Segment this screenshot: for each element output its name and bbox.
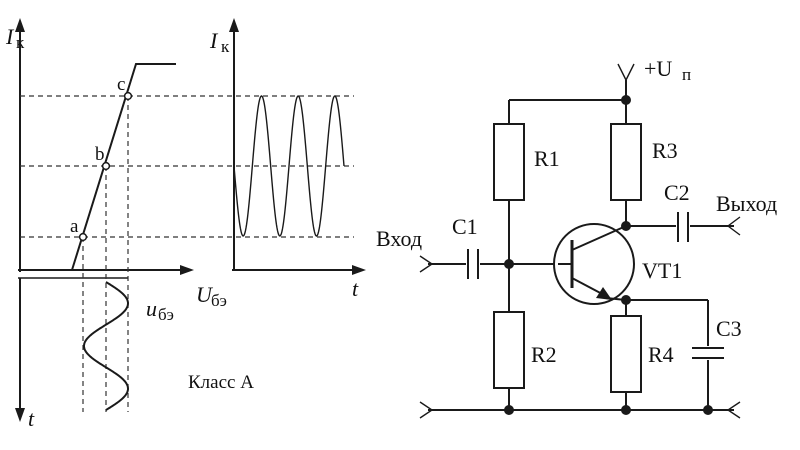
ground-node-r2 [504, 405, 514, 415]
ground-right-terminal-icon [726, 401, 741, 419]
point-a-label: a [70, 216, 79, 237]
resistor-r3-label: R3 [652, 138, 678, 163]
supply-label-sub: п [682, 65, 691, 84]
point-b-label: b [95, 144, 105, 165]
resistor-r2 [493, 311, 525, 389]
amplifier-class-label: Класс A [188, 372, 254, 393]
resistor-r4 [610, 315, 642, 393]
resistor-r1 [493, 123, 525, 201]
resistor-r1-label: R1 [534, 146, 560, 171]
ik-axis-arrow [15, 18, 25, 32]
output-current-plot: I к t [209, 18, 366, 301]
time-axis-label: t [352, 276, 359, 301]
ground-node-r4 [621, 405, 631, 415]
ube-axis-label: U [196, 282, 214, 307]
capacitor-c2-label: C2 [664, 180, 690, 205]
transistor-vt1-label: VT1 [642, 258, 682, 283]
point-c-marker [123, 91, 133, 101]
amplifier-circuit: +U п R1 R2 R3 C2 Выход C1 [376, 56, 777, 419]
ik-time-axis-arrow [229, 18, 239, 32]
transistor-vt1-body [553, 223, 635, 305]
input-signal-wave [83, 281, 129, 411]
t-axis-down-arrow [15, 408, 25, 422]
ik-time-axis-label-sub: к [221, 37, 230, 56]
supply-label: +U [644, 56, 672, 81]
t-axis-down-label: t [28, 406, 35, 431]
resistor-r2-label: R2 [531, 342, 557, 367]
supply-terminal-icon [617, 63, 635, 82]
output-label: Выход [716, 191, 777, 216]
capacitor-c1-label: C1 [452, 214, 478, 239]
point-b-marker [101, 161, 111, 171]
time-axis-arrow [352, 265, 366, 275]
emitter-arrow-icon [596, 287, 612, 300]
capacitor-c3-label: C3 [716, 316, 742, 341]
input-wave-label-sub: бэ [158, 305, 174, 324]
ube-axis-label-sub: бэ [211, 291, 227, 310]
transistor-vt1-collector [571, 225, 627, 251]
output-current-wave [233, 95, 345, 237]
characteristic-curve [71, 63, 176, 271]
ik-axis-label: I [5, 24, 15, 49]
resistor-r4-label: R4 [648, 342, 674, 367]
transfer-characteristic-plot: I к U бэ t a b c u бэ Класс A [5, 18, 354, 431]
ube-axis-arrow [180, 265, 194, 275]
ik-axis-label-sub: к [16, 33, 25, 52]
output-terminal-icon [726, 216, 741, 236]
resistor-r3 [610, 123, 642, 201]
point-a-marker [78, 232, 88, 242]
input-label: Вход [376, 226, 422, 251]
input-wave-label: u [146, 296, 157, 321]
ground-node-c3 [703, 405, 713, 415]
point-c-label: c [117, 74, 125, 95]
ik-time-axis-label: I [209, 28, 219, 53]
